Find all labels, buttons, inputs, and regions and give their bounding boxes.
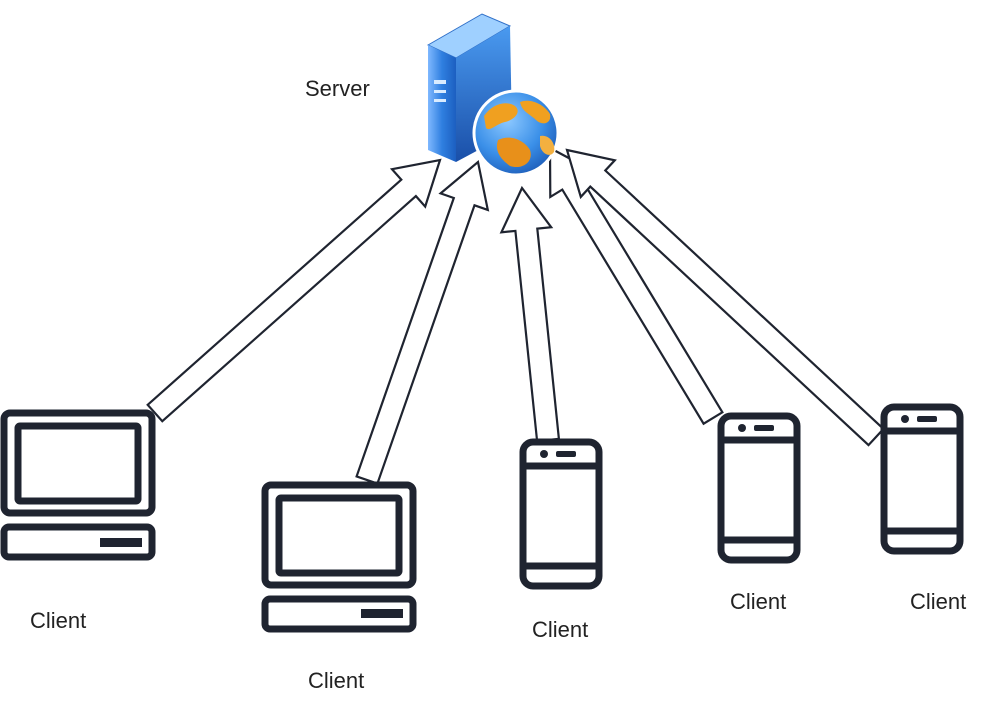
client-4-label: Client [730,589,787,614]
globe-icon [472,89,560,177]
client-2-label: Client [308,668,365,693]
server-label: Server [305,76,370,101]
client-5-label: Client [910,589,967,614]
arrow-client-2-to-server [355,159,490,485]
arrow-client-5-to-server [565,148,886,447]
client-1-desktop-icon [0,409,156,561]
arrow-client-3-to-server [499,185,561,443]
client-1-label: Client [30,608,87,633]
client-2-desktop-icon [261,481,417,633]
client-3-label: Client [532,617,589,642]
arrow-client-1-to-server [146,158,442,423]
connection-arrows [146,146,886,485]
client-5-smartphone-icon [880,403,964,555]
client-3-smartphone-icon [519,438,603,590]
client-4-smartphone-icon [717,412,801,564]
